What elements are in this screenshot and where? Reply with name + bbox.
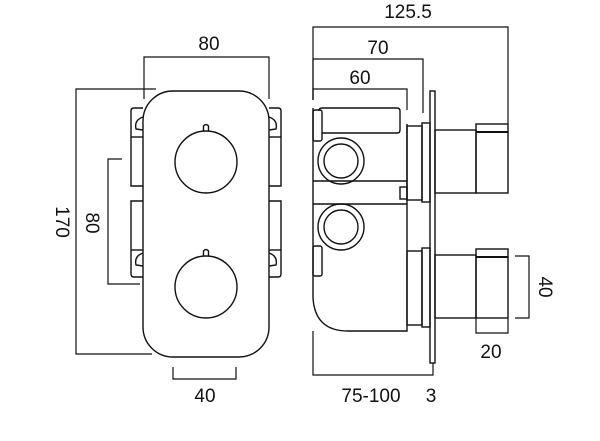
dim-knob-width: 40 bbox=[172, 367, 237, 407]
side-view: 125.5 70 60 40 20 75-100 3 bbox=[312, 2, 555, 407]
svg-text:3: 3 bbox=[426, 386, 437, 407]
svg-text:20: 20 bbox=[480, 342, 501, 363]
wall-plate bbox=[429, 90, 436, 364]
dim-knob-depth: 20 bbox=[475, 318, 509, 363]
svg-text:40: 40 bbox=[534, 276, 555, 297]
valve-body bbox=[312, 107, 408, 332]
svg-text:60: 60 bbox=[349, 68, 370, 89]
svg-text:125.5: 125.5 bbox=[384, 2, 432, 23]
dim-wall-depth: 75-100 3 bbox=[312, 331, 437, 407]
knob-bottom bbox=[174, 248, 238, 319]
dim-knob-spacing: 80 bbox=[81, 158, 140, 285]
svg-text:70: 70 bbox=[367, 38, 388, 59]
svg-text:75-100: 75-100 bbox=[341, 386, 400, 407]
mounting-brackets bbox=[130, 107, 282, 278]
knob-top bbox=[174, 123, 238, 194]
flanges bbox=[406, 122, 431, 328]
front-view: 80 170 80 40 bbox=[51, 34, 282, 407]
dim-knob-height: 40 bbox=[515, 255, 555, 319]
spindle-bottom bbox=[434, 248, 509, 319]
svg-text:80: 80 bbox=[198, 34, 219, 55]
svg-text:80: 80 bbox=[81, 212, 102, 233]
dim-plate-width: 80 bbox=[143, 34, 270, 99]
svg-text:40: 40 bbox=[194, 386, 215, 407]
dim-overall-depth: 125.5 bbox=[312, 2, 509, 124]
dim-plate-height: 170 bbox=[51, 88, 156, 355]
dim-body-depth: 60 bbox=[312, 68, 408, 110]
spindle-top bbox=[434, 123, 509, 194]
dim-plate-depth: 70 bbox=[312, 38, 424, 113]
svg-text:170: 170 bbox=[51, 206, 72, 238]
